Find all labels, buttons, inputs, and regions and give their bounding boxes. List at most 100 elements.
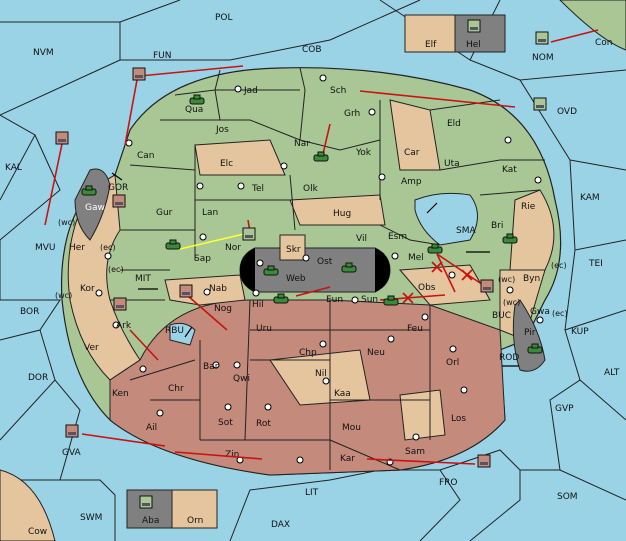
army-unit[interactable]	[341, 262, 357, 273]
province-label: Rie	[521, 202, 536, 212]
province-label: Feu	[407, 324, 423, 334]
province-label: Sap	[194, 254, 211, 264]
move-arrow	[174, 451, 263, 460]
channel-label: GOR	[108, 183, 128, 193]
fleet-unit[interactable]	[55, 131, 69, 145]
coast-label: (ec)	[100, 243, 116, 252]
passage-marker	[426, 202, 438, 214]
province-label: Web	[286, 274, 306, 284]
fleet-unit[interactable]	[477, 454, 491, 468]
coast-label: (ec)	[108, 265, 124, 274]
sea-label: DOR	[28, 373, 48, 383]
province-label: Ver	[84, 343, 99, 353]
fleet-unit[interactable]	[467, 19, 481, 33]
fleet-unit[interactable]	[533, 97, 547, 111]
province-label: Bar	[203, 362, 219, 372]
province-label: Tel	[251, 184, 264, 194]
move-arrow	[129, 329, 159, 361]
move-arrow	[322, 123, 331, 155]
support-arrow	[179, 232, 249, 250]
elf-province	[404, 14, 456, 53]
move-arrow	[81, 433, 166, 447]
army-unit[interactable]	[427, 243, 443, 254]
sea-label: BOR	[20, 307, 39, 317]
channel-label: ROD	[499, 353, 519, 363]
army-unit[interactable]	[383, 295, 399, 306]
sea-label: LIT	[305, 488, 319, 498]
move-arrow	[436, 253, 484, 286]
orn-province	[171, 489, 218, 529]
sea-label: COB	[302, 45, 322, 55]
fleet-unit[interactable]	[535, 31, 549, 45]
province-label: Skr	[286, 245, 301, 255]
province-label: Esm	[388, 232, 407, 242]
order-arrows	[44, 29, 599, 465]
province-label: Hel	[466, 40, 481, 50]
province-label: Lan	[202, 208, 218, 218]
province-label: Ail	[146, 423, 157, 433]
move-arrow	[139, 65, 244, 77]
province-label: Amp	[401, 177, 422, 187]
move-arrow	[359, 90, 516, 108]
army-unit[interactable]	[273, 293, 289, 304]
skr-province	[279, 234, 306, 261]
cut-marks	[402, 261, 473, 304]
province-label: Sot	[218, 418, 233, 428]
fleet-unit[interactable]	[132, 67, 146, 81]
sea-label: DAX	[271, 520, 290, 530]
coast-label: (wc)	[55, 291, 72, 300]
move-arrow	[550, 29, 599, 43]
rbu-channel	[169, 322, 196, 346]
sea-label: Cow	[28, 527, 47, 537]
province-label: Elc	[220, 159, 233, 169]
coast-label: (ec)	[552, 309, 568, 318]
province-label: Nab	[209, 284, 227, 294]
army-unit[interactable]	[189, 94, 205, 105]
sea-label: OVD	[557, 107, 577, 117]
sea-label: KUP	[571, 327, 589, 337]
sea-label: ALT	[604, 368, 620, 378]
move-arrow	[124, 79, 138, 146]
coast-label: (wc)	[58, 218, 75, 227]
fleet-unit[interactable]	[179, 284, 193, 298]
army-unit[interactable]	[263, 265, 279, 276]
sea-label: GVA	[62, 448, 82, 458]
province-label: Byn	[523, 274, 540, 284]
province-label: Kat	[502, 165, 517, 175]
army-unit[interactable]	[502, 233, 518, 244]
province-label: Eld	[447, 119, 461, 129]
sea-label: MVU	[35, 243, 56, 253]
province-label: Nor	[225, 243, 241, 253]
province-label: Her	[69, 243, 85, 253]
move-arrow	[436, 253, 456, 293]
province-label: Jad	[243, 86, 258, 96]
coast-label: (wc)	[503, 298, 520, 307]
fleet-unit[interactable]	[480, 279, 494, 293]
province-label: Orl	[446, 358, 459, 368]
army-unit[interactable]	[527, 343, 543, 354]
province-label: Ken	[112, 389, 129, 399]
sea-label: NOM	[532, 53, 554, 63]
army-unit[interactable]	[313, 151, 329, 162]
fleet-unit[interactable]	[65, 424, 79, 438]
army-units	[81, 94, 543, 354]
fleet-unit[interactable]	[112, 194, 126, 208]
province-label: Gur	[156, 208, 173, 218]
fleet-unit[interactable]	[113, 297, 127, 311]
province-label: Nog	[214, 304, 232, 314]
province-label: Jos	[215, 125, 229, 135]
west-tunnel	[240, 248, 255, 292]
central-grey-province	[239, 247, 391, 293]
province-label: Olk	[303, 184, 319, 194]
army-unit[interactable]	[165, 239, 181, 250]
fleet-unit[interactable]	[242, 227, 256, 241]
army-unit[interactable]	[81, 185, 97, 196]
province-label: Yok	[355, 148, 372, 158]
elc-province	[194, 139, 286, 176]
fleet-unit[interactable]	[139, 495, 153, 509]
province-label: Nil	[315, 369, 327, 379]
passage-markers	[111, 172, 519, 367]
province-label: Aba	[142, 516, 159, 526]
coast-label: (wc)	[498, 275, 515, 284]
